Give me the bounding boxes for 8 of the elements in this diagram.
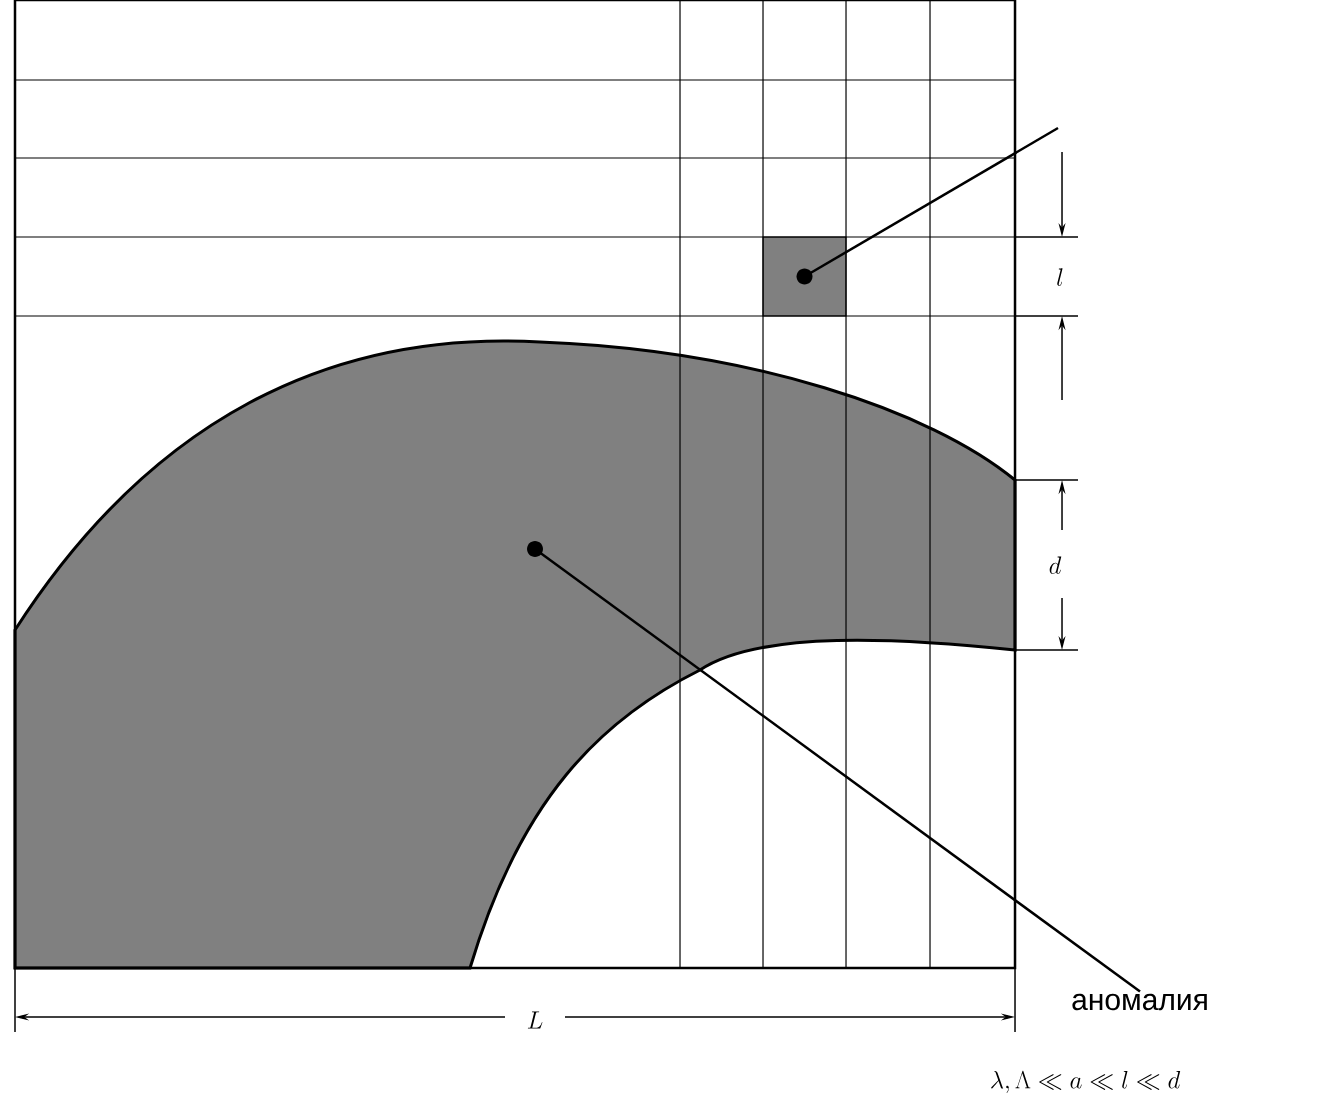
leader-line <box>796 126 1059 285</box>
dimension-label: $d$ <box>1049 556 1062 574</box>
anomaly-region <box>13 339 1017 970</box>
dimension-label: $L$ <box>527 1011 543 1029</box>
anomaly-label: аномалия <box>1072 993 1207 1011</box>
leader-line <box>527 541 1141 993</box>
condition-formula: $\lambda, \Lambda \ll a \ll l \ll d$ <box>991 1070 1181 1094</box>
dimension-label: $l$ <box>1057 268 1063 286</box>
